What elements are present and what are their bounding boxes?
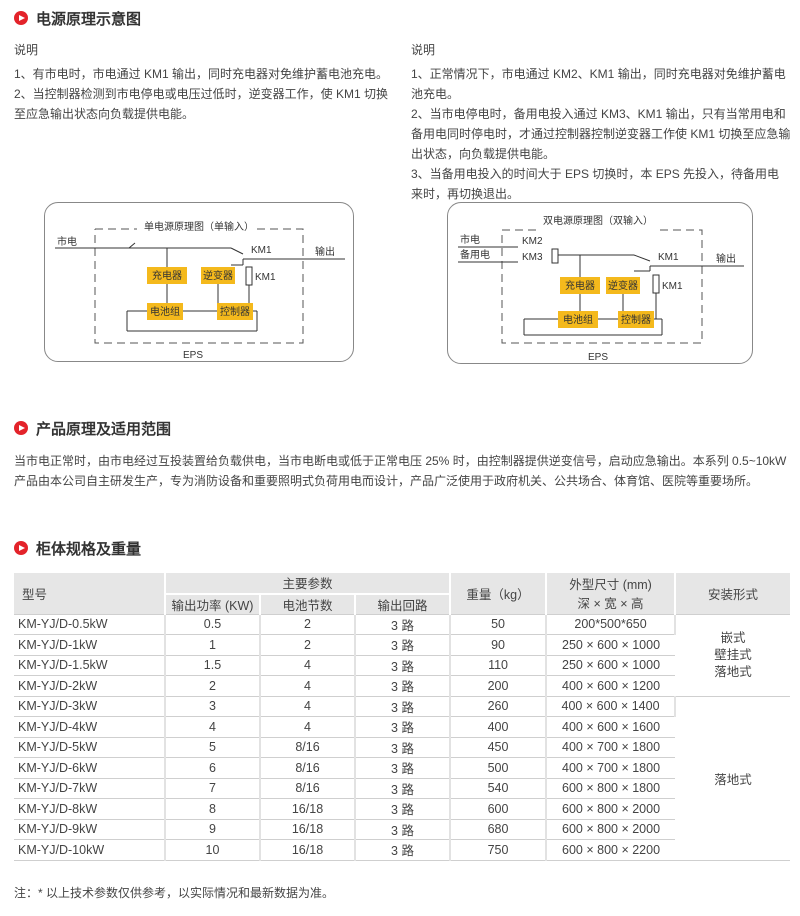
install-group-2: 落地式: [675, 696, 791, 861]
diagram1-output-label: 输出: [315, 245, 335, 258]
diagram2-inverter: 逆变器: [608, 279, 638, 292]
diagram1-km1-top: KM1: [251, 245, 272, 256]
install-group-1: 嵌式 壁挂式 落地式: [675, 614, 791, 697]
table-row: KM-YJ/D-3kW 3 4 3 路 260 400 × 600 × 1400…: [14, 696, 791, 861]
diagram1-title: 单电源原理图（单输入）: [144, 220, 254, 233]
diagram2-controller-box: [618, 311, 654, 328]
diagram1-km1-coil: [245, 266, 253, 286]
diagram2-controller: 控制器: [621, 313, 651, 326]
diagram2-input1: 市电: [460, 233, 480, 246]
header-cells: 电池节数: [260, 592, 356, 615]
diagram2-output-label: 输出: [716, 252, 736, 265]
explain-right: 说明 1、正常情况下，市电通过 KM2、KM1 输出，同时充电器对免维护蓄电池充…: [411, 43, 791, 201]
diagram1-battery-box: [147, 303, 183, 320]
table-row: KM-YJ/D-2kW 2 4 3 路 200 400 × 600 × 1200: [14, 675, 790, 697]
diagram1-battery: 电池组: [150, 305, 180, 318]
diagram1-input-label: 市电: [57, 235, 77, 248]
table-row: KM-YJ/D-6kW 6 8/16 3 路 500 400 × 700 × 1…: [14, 757, 790, 779]
diagram2-km1-coil: [652, 274, 660, 294]
table-row: KM-YJ/D-9kW 9 16/18 3 路 680 600 × 800 × …: [14, 819, 790, 840]
table-row: KM-YJ/D-7kW 7 8/16 3 路 540 600 × 800 × 1…: [14, 778, 790, 799]
header-size: 外型尺寸 (mm) 深 × 宽 × 高: [546, 573, 677, 615]
diagram2-battery-box: [558, 311, 598, 328]
table-row: KM-YJ/D-1kW 1 2 3 路 90 250 × 600 × 1000: [14, 634, 790, 656]
diagram2-charger-box: [560, 277, 600, 294]
section-title-principle: 电源原理示意图: [14, 8, 141, 28]
header-weight: 重量（kg）: [450, 573, 548, 615]
section-title-spec: 柜体规格及重量: [14, 538, 141, 558]
diagram2-battery: 电池组: [563, 313, 593, 326]
table-row: KM-YJ/D-8kW 8 16/18 3 路 600 600 × 800 × …: [14, 798, 790, 820]
diagram1-controller-box: [217, 303, 253, 320]
diagram2-km3: KM3: [522, 252, 543, 263]
diagram1-inverter-box: [201, 267, 235, 284]
diagram1-inverter: 逆变器: [203, 269, 233, 282]
diagram2-title: 双电源原理图（双输入）: [543, 214, 653, 227]
diagram2-km3-coil: [551, 248, 559, 264]
section-title-scope: 产品原理及适用范围: [14, 418, 171, 438]
spec-table: 型号 主要参数 重量（kg） 外型尺寸 (mm) 深 × 宽 × 高 安装形式 …: [14, 573, 791, 861]
play-bullet-icon: [14, 421, 28, 435]
header-circuits: 输出回路: [355, 592, 452, 615]
diagram2-charger: 充电器: [565, 279, 595, 292]
table-row: KM-YJ/D-5kW 5 8/16 3 路 450 400 × 700 × 1…: [14, 737, 790, 758]
header-main-params: 主要参数: [165, 573, 452, 594]
table-row: KM-YJ/D-4kW 4 4 3 路 400 400 × 600 × 1600: [14, 716, 790, 738]
diagram1-eps-label: EPS: [183, 350, 203, 361]
diagram2-km2: KM2: [522, 236, 543, 247]
table-row: KM-YJ/D-10kW 10 16/18 3 路 750 600 × 800 …: [14, 839, 790, 861]
play-bullet-icon: [14, 541, 28, 555]
table-row: KM-YJ/D-1.5kW 1.5 4 3 路 110 250 × 600 × …: [14, 655, 790, 676]
diagram1-km1-side: KM1: [255, 272, 276, 283]
diagram2-eps-label: EPS: [588, 352, 608, 363]
single-input-diagram: 单电源原理图（单输入） EPS 市电 KM1 输出 充电器 逆变器 KM1 电池…: [44, 202, 354, 362]
play-bullet-icon: [14, 11, 28, 25]
diagram1-controller: 控制器: [220, 305, 250, 318]
header-model: 型号: [14, 573, 166, 615]
scope-paragraph: 当市电正常时，由市电经过互投装置给负载供电，当市电断电或低于正常电压 25% 时…: [14, 454, 787, 488]
header-install: 安装形式: [675, 573, 791, 615]
header-power: 输出功率 (KW): [165, 592, 261, 615]
diagram1-charger: 充电器: [152, 269, 182, 282]
diagram1-charger-box: [147, 267, 187, 284]
diagram2-inverter-box: [606, 277, 640, 294]
footnote: 注：* 以上技术参数仅供参考，以实际情况和最新数据为准。: [14, 886, 335, 900]
diagram2-input2: 备用电: [460, 248, 490, 261]
diagram2-km1-top: KM1: [658, 252, 679, 263]
table-row: KM-YJ/D-0.5kW 0.5 2 3 路 50 200*500*650 嵌…: [14, 614, 791, 697]
diagram2-km1-side: KM1: [662, 281, 683, 292]
dual-input-diagram: 双电源原理图（双输入） EPS 市电 备用电 KM2 KM3 KM1 输出 充电…: [447, 202, 753, 364]
explain-left: 说明 1、有市电时，市电通过 KM1 输出，同时充电器对免维护蓄电池充电。 2、…: [14, 43, 389, 121]
